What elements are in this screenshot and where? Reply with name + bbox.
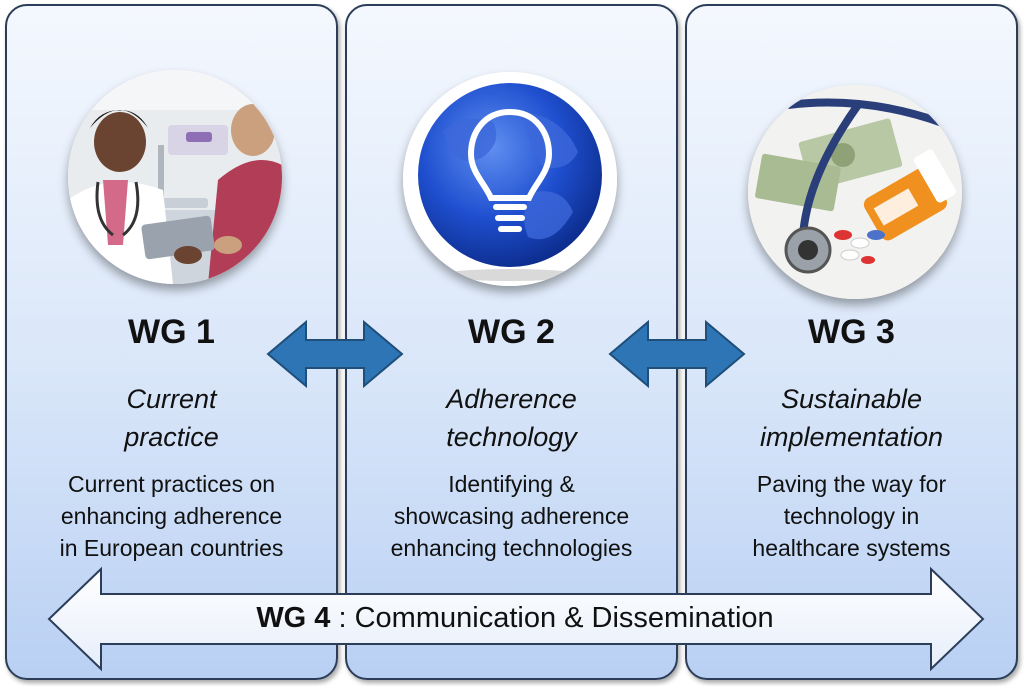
wg1-desc-line2: enhancing adherence [60, 503, 283, 529]
wg1-desc-line3: in European countries [59, 535, 284, 561]
wg2-description: Identifying & showcasing adherence enhan… [345, 468, 678, 564]
wg2-desc-line1: Identifying & [448, 471, 575, 497]
wg3-desc-line3: healthcare systems [752, 535, 951, 561]
wg4-label: WG 4 : Communication & Dissemination [50, 598, 980, 638]
wg2-subtitle-line1: Adherence [446, 384, 577, 414]
wg4-label-text: : Communication & Dissemination [330, 602, 774, 634]
wg1-desc-line1: Current practices on [67, 471, 276, 497]
wg1-subtitle-line1: Current [126, 384, 217, 414]
wg2-desc-line2: showcasing adherence [393, 503, 630, 529]
wg2-title: WG 2 [468, 313, 555, 351]
wg1-subtitle: Current practice [5, 380, 338, 456]
lightbulb-globe-icon [403, 72, 617, 286]
wg2-desc-line3: enhancing technologies [390, 535, 633, 561]
wg1-wg2-double-arrow-icon [266, 319, 404, 389]
wg3-description: Paving the way for technology in healthc… [685, 468, 1018, 564]
wg2-subtitle-line2: technology [446, 422, 577, 452]
wg4-double-arrow-icon [47, 566, 985, 672]
wg1-subtitle-line2: practice [124, 422, 219, 452]
doctor-patient-photo-icon [68, 70, 282, 284]
wg4-label-bold: WG 4 [256, 602, 331, 634]
wg3-desc-line1: Paving the way for [756, 471, 947, 497]
wg2-subtitle: Adherence technology [345, 380, 678, 456]
wg3-desc-line2: technology in [783, 503, 920, 529]
wg1-description: Current practices on enhancing adherence… [5, 468, 338, 564]
stethoscope-money-pills-icon [748, 85, 962, 299]
wg2-wg3-double-arrow-icon [608, 319, 746, 389]
wg3-subtitle-line1: Sustainable [780, 384, 923, 414]
wg3-title: WG 3 [808, 313, 895, 351]
wg3-subtitle: Sustainable implementation [685, 380, 1018, 456]
wg3-subtitle-line2: implementation [759, 422, 944, 452]
wg1-title: WG 1 [128, 313, 215, 351]
